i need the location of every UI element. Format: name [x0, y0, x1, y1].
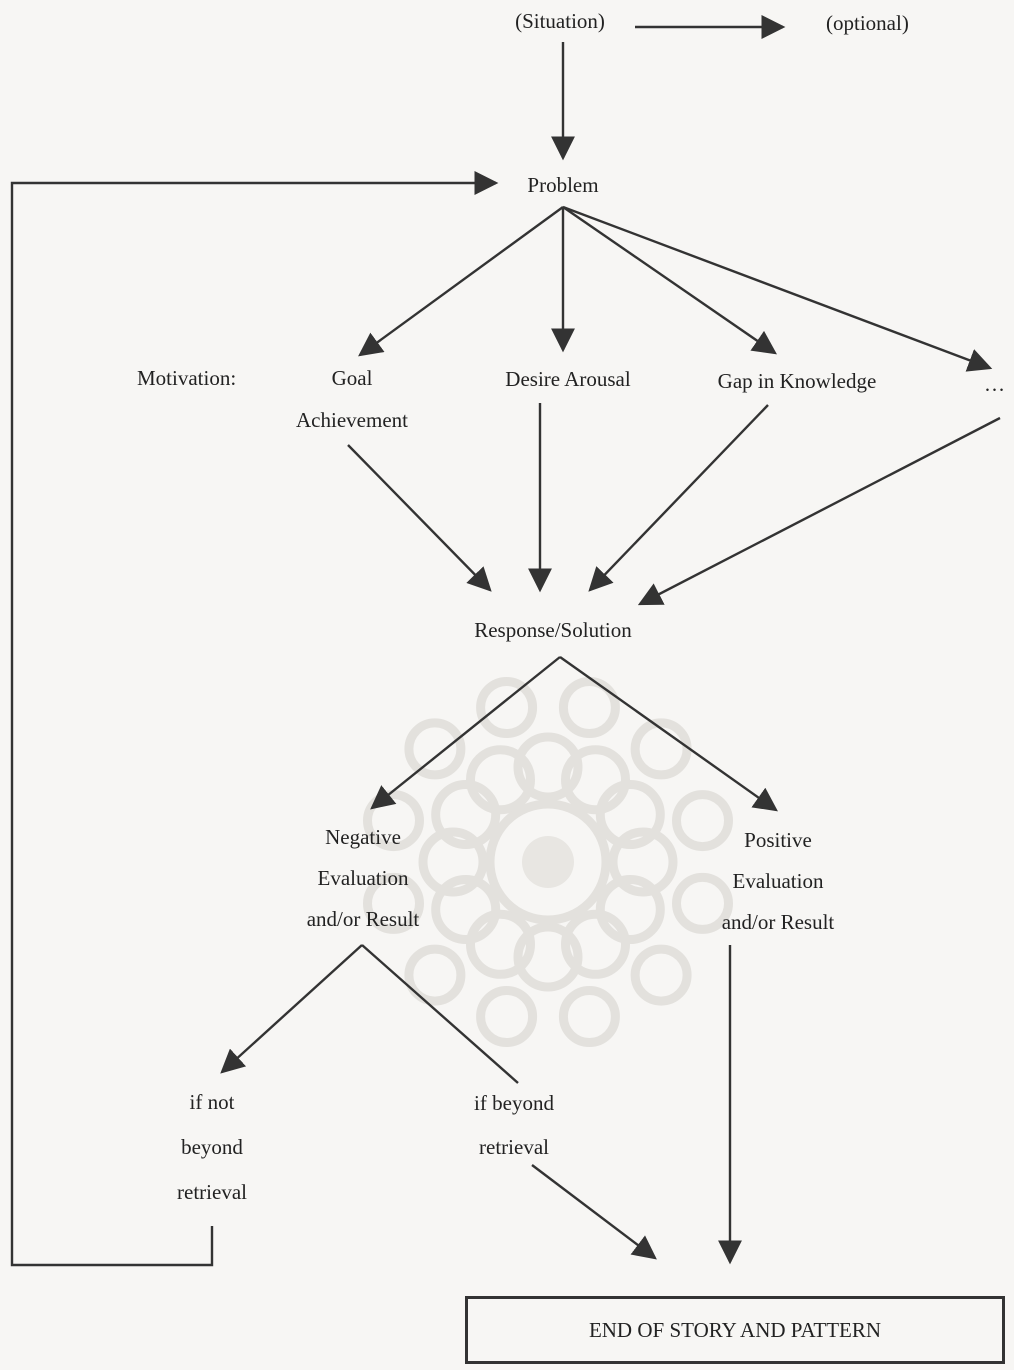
watermark-petal: [476, 986, 538, 1047]
watermark-petal: [513, 732, 583, 802]
arrow-ellipsis-response: [637, 416, 1001, 606]
situation-label: (Situation): [515, 9, 605, 33]
watermark-emblem: [363, 677, 733, 1047]
arrow-negative-notbeyond: [220, 944, 363, 1074]
line-negative-beyond: [361, 944, 519, 1084]
motivation-label: Motivation:: [137, 366, 237, 390]
negative-label-line1: Negative: [325, 825, 401, 849]
watermark-petal: [630, 944, 692, 1006]
watermark-petal: [466, 909, 535, 979]
arrow-response-negative: [370, 656, 561, 810]
ellipsis-label: …: [984, 372, 1005, 396]
goal-label-line2: Achievement: [296, 408, 408, 432]
watermark-petal: [513, 922, 583, 992]
watermark-petal: [431, 875, 501, 944]
watermark-petal: [431, 780, 501, 849]
arrow-problem-goal: [358, 206, 564, 357]
gap-label: Gap in Knowledge: [717, 369, 877, 393]
not-beyond-label-line1: if not: [189, 1090, 235, 1114]
goal-label-line1: Goal: [331, 366, 373, 390]
watermark-petal: [476, 677, 538, 738]
watermark-petal: [363, 872, 424, 934]
negative-label-line3: and/or Result: [306, 907, 420, 931]
arrow-response-positive: [559, 656, 778, 812]
watermark-petal: [561, 909, 630, 979]
watermark-petal: [404, 944, 466, 1006]
end-of-story-label: END OF STORY AND PATTERN: [588, 1317, 882, 1342]
arrow-goal-response: [347, 444, 492, 592]
arrow-problem-gap: [562, 206, 777, 355]
desire-label: Desire Arousal: [505, 367, 631, 391]
watermark-petal: [558, 986, 620, 1047]
watermark-petal: [418, 827, 488, 897]
watermark-petal: [630, 718, 692, 780]
not-beyond-label-line2: beyond: [181, 1135, 243, 1159]
watermark-petal: [558, 677, 620, 738]
arrow-beyond-end: [531, 1164, 657, 1260]
positive-label-line1: Positive: [744, 828, 812, 852]
beyond-label-line2: retrieval: [479, 1135, 549, 1159]
problem-label: Problem: [527, 173, 599, 197]
arrow-gap-response: [588, 404, 769, 592]
watermark-petal: [561, 745, 630, 815]
watermark-petal: [608, 827, 678, 897]
end-of-story-box: END OF STORY AND PATTERN: [465, 1296, 1005, 1364]
positive-label-line2: Evaluation: [732, 869, 824, 893]
feedback-loop-arrow: [10, 171, 499, 1267]
negative-label-line2: Evaluation: [317, 866, 409, 890]
optional-label: (optional): [826, 11, 909, 35]
not-beyond-label-line3: retrieval: [177, 1180, 247, 1204]
watermark-petal: [672, 872, 733, 934]
watermark-petal: [404, 718, 466, 780]
watermark-petal: [672, 790, 733, 852]
beyond-label-line1: if beyond: [474, 1091, 554, 1115]
watermark-petal: [595, 780, 665, 849]
arrow-problem-ellipsis: [562, 205, 993, 372]
watermark-petal: [466, 745, 535, 815]
watermark-petal: [595, 875, 665, 944]
positive-label-line3: and/or Result: [721, 910, 835, 934]
response-label: Response/Solution: [474, 618, 632, 642]
